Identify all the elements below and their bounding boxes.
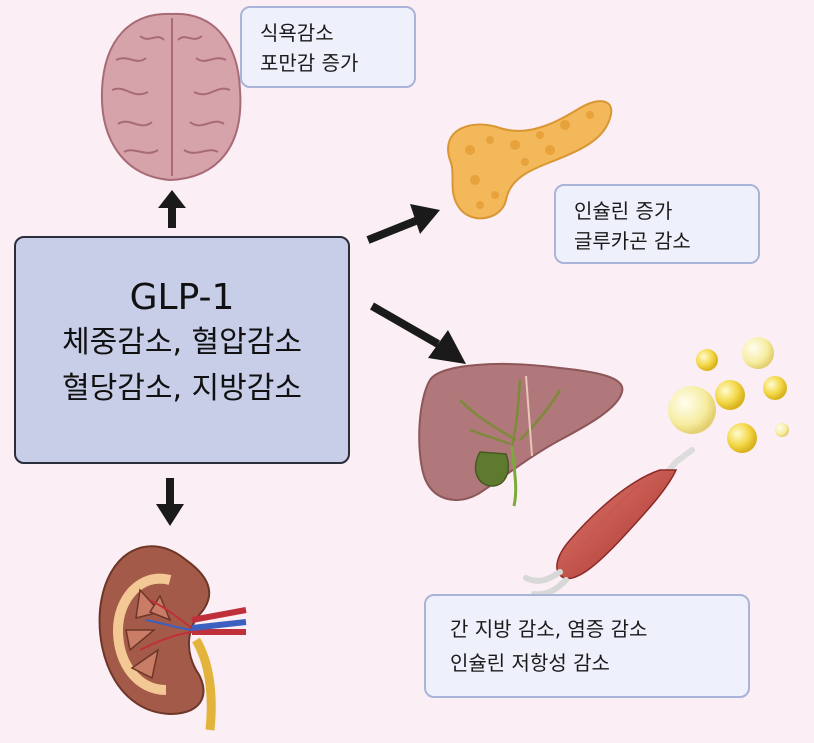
brain-icon xyxy=(100,12,242,182)
pancreas-icon xyxy=(447,100,613,220)
main-effect-line-2: 혈당감소, 지방감소 xyxy=(62,371,302,406)
liver-effects-box: 간 지방 감소, 염증 감소 인슐린 저항성 감소 xyxy=(424,594,750,698)
pancreas-effects-box: 인슐린 증가 글루카곤 감소 xyxy=(554,184,760,264)
liver-icon xyxy=(418,363,624,507)
liver-effect-line-2: 인슐린 저항성 감소 xyxy=(450,651,610,675)
arrow-to-brain xyxy=(158,190,186,228)
main-title: GLP-1 xyxy=(129,277,235,318)
muscle-icon xyxy=(523,447,695,598)
liver-effect-line-1: 간 지방 감소, 염증 감소 xyxy=(450,617,648,641)
brain-effect-line-2: 포만감 증가 xyxy=(260,51,359,75)
main-effect-line-1: 체중감소, 혈압감소 xyxy=(62,325,302,360)
arrow-to-kidney xyxy=(156,478,184,526)
fat-droplets-icon xyxy=(668,337,789,453)
arrow-to-liver xyxy=(370,302,466,364)
kidney-icon xyxy=(98,545,247,731)
brain-effect-line-1: 식욕감소 xyxy=(260,21,334,45)
glp1-main-box: GLP-1 체중감소, 혈압감소 혈당감소, 지방감소 xyxy=(14,236,350,464)
pancreas-effect-line-2: 글루카곤 감소 xyxy=(574,229,691,253)
pancreas-effect-line-1: 인슐린 증가 xyxy=(574,199,673,223)
brain-effects-box: 식욕감소 포만감 증가 xyxy=(240,6,416,88)
arrow-to-pancreas xyxy=(366,204,440,244)
